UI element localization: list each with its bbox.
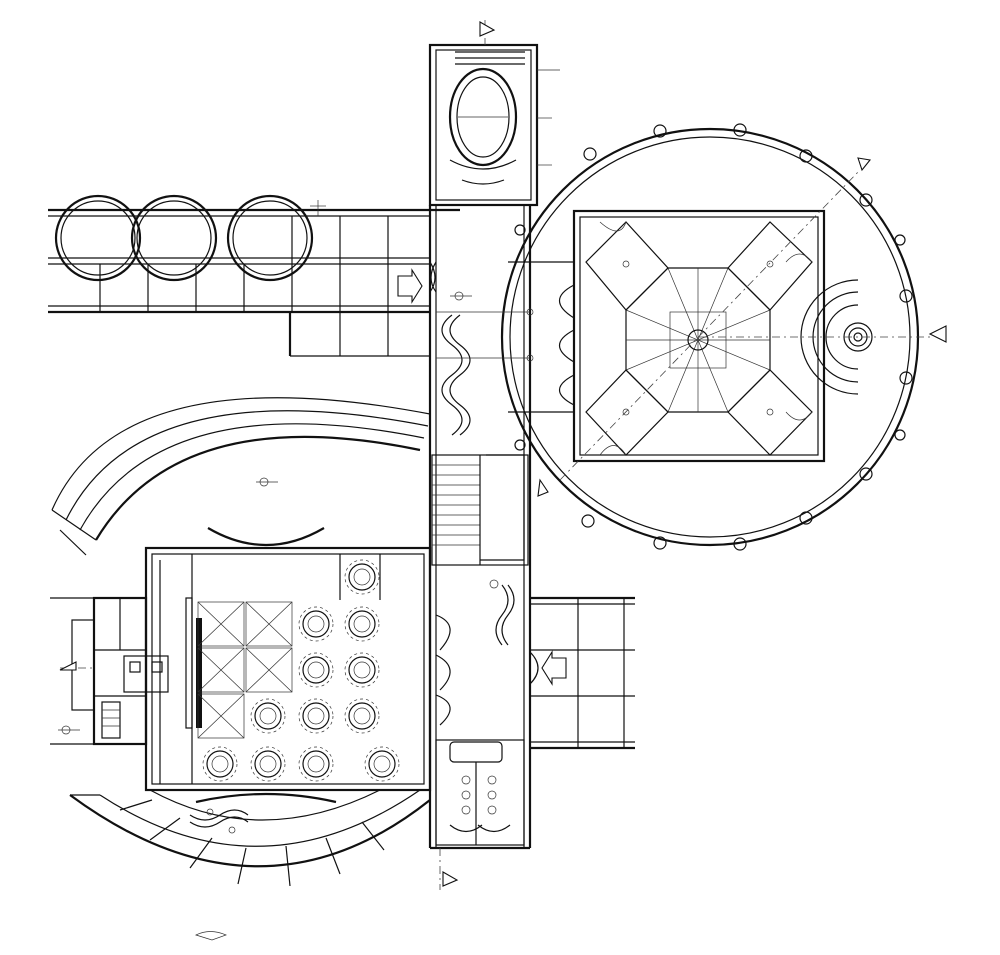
- banquet-table: [344, 606, 380, 642]
- pavilion-piers: [514, 123, 913, 551]
- banquet-table: [202, 746, 238, 782]
- banquet-table: [344, 652, 380, 688]
- banquet-table: [298, 652, 334, 688]
- west-section-marker: [59, 661, 94, 671]
- wave-screen: [441, 314, 471, 436]
- lobby-doors: [435, 614, 451, 726]
- north-section-marker: [479, 20, 496, 45]
- pavilion-entry: [436, 261, 575, 413]
- banquet-hall: [144, 546, 432, 804]
- banquet-tables: [202, 559, 400, 782]
- north-tower: [428, 43, 560, 207]
- banquet-table: [364, 746, 400, 782]
- corner-pavilion-sw: [585, 369, 669, 456]
- pergola-ring-2: [130, 194, 218, 282]
- terrace-bench: [189, 808, 249, 834]
- banquet-table: [250, 698, 286, 734]
- diagonal-section-marker: [537, 157, 872, 497]
- pergola-ring-1: [54, 194, 142, 282]
- corner-pavilion-se: [727, 369, 813, 456]
- central-spine: [428, 205, 532, 850]
- oval-chamber: [448, 67, 518, 185]
- spine-wave-screen-south: [489, 579, 515, 646]
- east-section-marker: [700, 325, 947, 343]
- east-arcade: [529, 596, 635, 750]
- south-terrace: [69, 789, 431, 941]
- banquet-table: [298, 698, 334, 734]
- banquet-table: [344, 559, 380, 595]
- ceiling-coffers: [197, 601, 293, 739]
- banquet-table: [344, 698, 380, 734]
- corner-pavilion-nw: [585, 221, 669, 311]
- pergola-ring-3: [226, 194, 314, 282]
- banquet-table: [250, 746, 286, 782]
- amphitheatre-arcs: [51, 397, 431, 556]
- banquet-table: [298, 606, 334, 642]
- restrooms-block: [435, 739, 525, 846]
- grand-stair: [431, 454, 529, 566]
- corner-pavilion-ne: [727, 221, 813, 311]
- banquet-table: [298, 746, 334, 782]
- west-pergola: [48, 194, 460, 357]
- service-wing: [50, 560, 169, 784]
- south-section-marker: [439, 848, 459, 890]
